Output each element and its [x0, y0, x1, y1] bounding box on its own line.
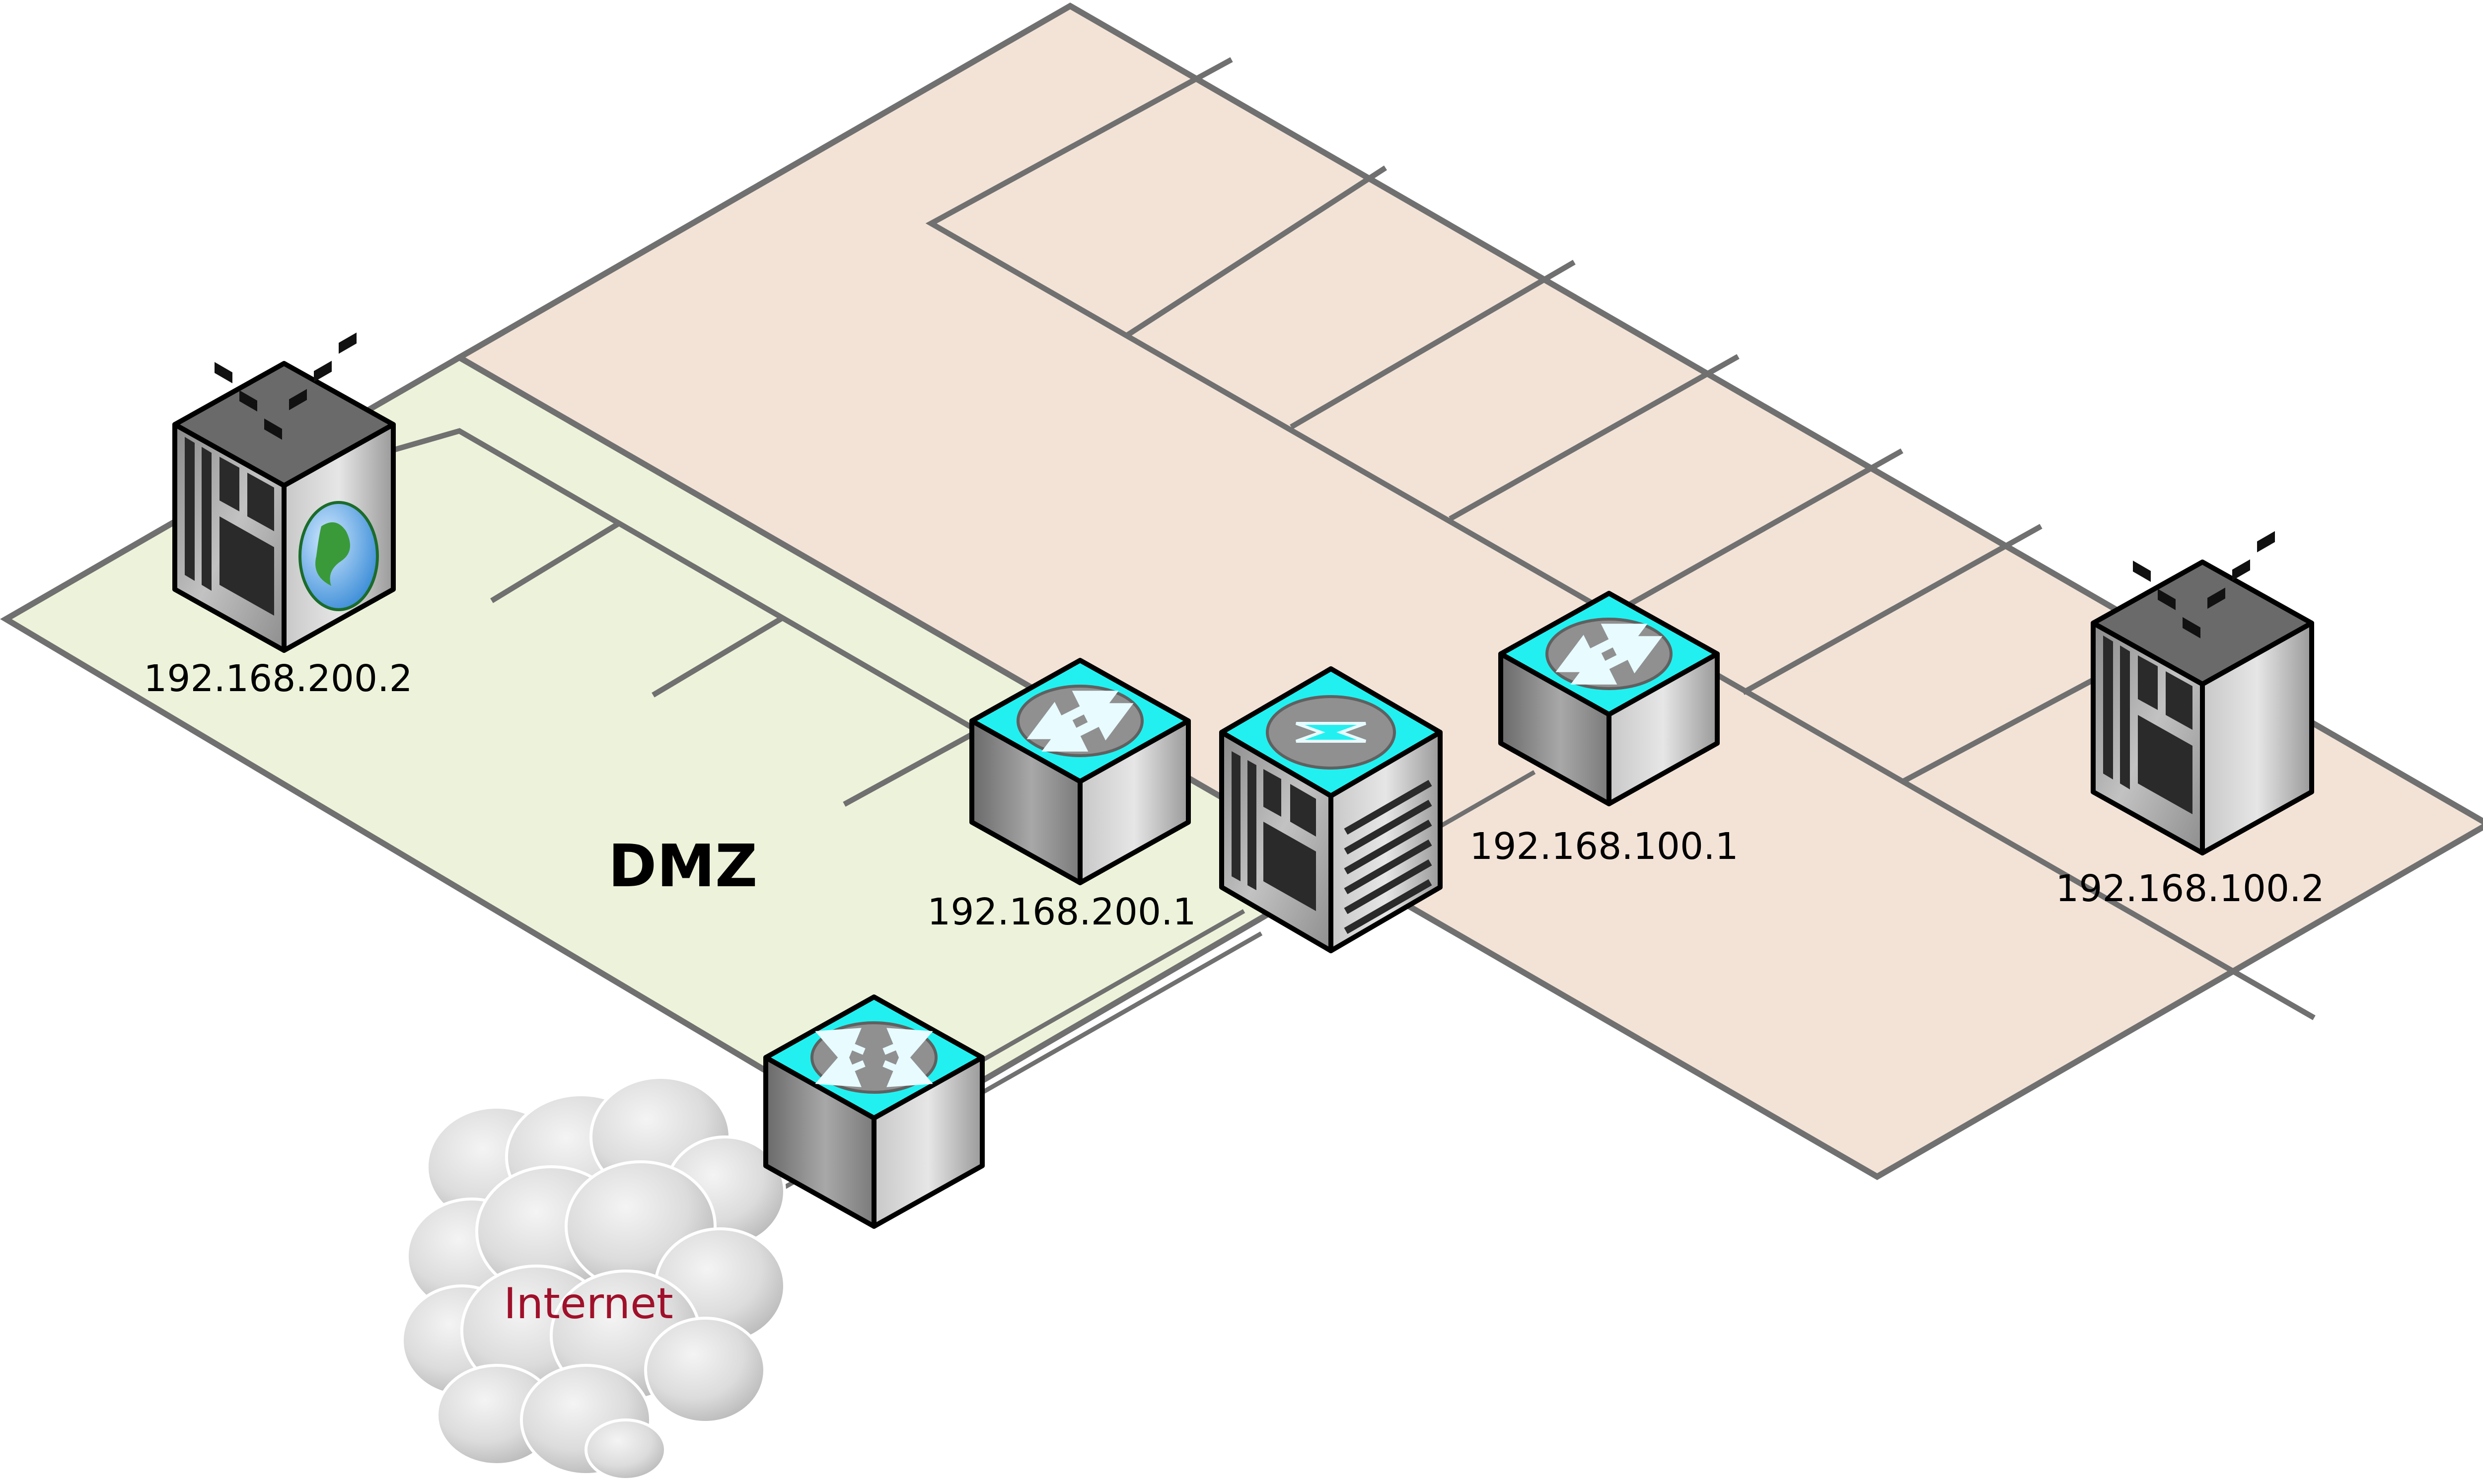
internal-zone-wiring: [925, 57, 2316, 1020]
dmz-zone-label: DMZ: [608, 832, 758, 900]
lan-switch-icon: [1498, 591, 1720, 806]
internet-label: Internet: [504, 1279, 673, 1329]
lan-server-icon: [2091, 531, 2314, 855]
cable-firewall-lanswitch: [1434, 770, 1536, 831]
web-server-ip: 192.168.200.2: [144, 657, 412, 700]
firewall-icon: [1219, 666, 1443, 953]
web-server-icon: [172, 332, 396, 653]
router-icon: [763, 994, 985, 1229]
lan-switch-ip: 192.168.100.1: [1469, 825, 1738, 868]
dmz-switch-icon: [969, 658, 1191, 885]
lan-server-ip: 192.168.100.2: [2055, 867, 2324, 910]
cable-router-firewall-a: [959, 931, 1263, 1107]
internet-cloud: [401, 1076, 786, 1481]
cable-router-firewall-b: [942, 909, 1245, 1084]
dmz-switch-ip: 192.168.200.1: [927, 891, 1196, 933]
